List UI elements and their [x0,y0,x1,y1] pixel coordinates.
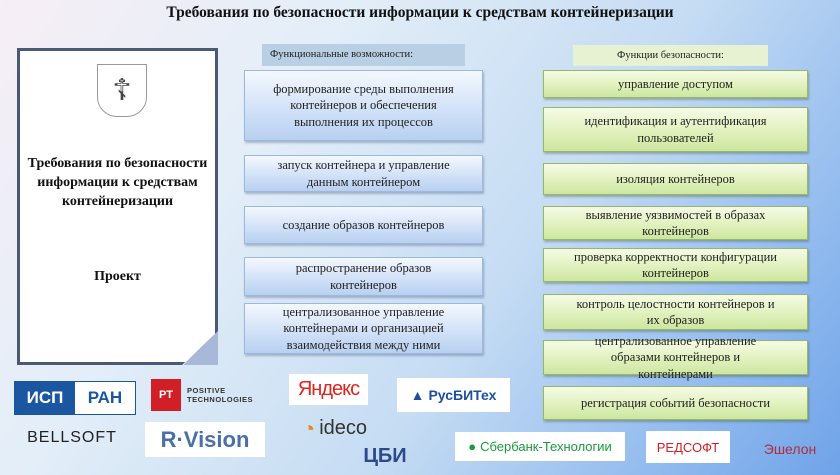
functional-item: распространение образов контейнеров [244,257,483,296]
security-item: регистрация событий безопасности [543,386,808,420]
sbertech-text: Сбербанк-Технологии [480,439,612,454]
ideco-logo: ◔ideco [301,415,368,441]
isp-text: ИСП [15,382,75,414]
yandex-logo: Яндекс [289,374,368,405]
ras-text: РАН [75,382,135,414]
rusbitech-text: РусБИТех [428,387,497,403]
coat-of-arms-icon: ☦ [97,64,147,117]
security-item: централизованное управление образами кон… [543,334,808,381]
security-item: выявление уязвимостей в образах контейне… [543,206,808,240]
document-cover: ☦ Требования по безопасности информации … [17,48,218,365]
pt-mark: PT [151,379,181,411]
functional-item: централизованное управление контейнерами… [244,303,483,354]
cbi-logo: ЦБИ [363,445,407,467]
security-item: управление доступом [543,70,808,98]
pt-text: POSITIVE TECHNOLOGIES [187,386,254,404]
sbertech-logo: ●Сбербанк-Технологии [455,432,625,461]
security-header: Функции безопасности: [573,45,768,66]
isp-ras-logo: ИСП РАН [14,381,136,415]
slide-title: Требования по безопасности информации к … [166,4,674,21]
document-status: Проект [94,269,141,284]
page-fold-icon [182,331,218,365]
document-title: Требования по безопасности информации к … [27,156,208,209]
functional-item: запуск контейнера и управление данным ко… [244,155,483,192]
security-item: изоляция контейнеров [543,163,808,195]
bellsoft-logo: BELLSOFT [27,428,117,446]
functional-item: создание образов контейнеров [244,206,483,244]
ideco-text: ideco [319,417,368,439]
redsoft-logo: РЕДСОФТ [646,431,730,463]
functional-item: формирование среды выполнения контейнеро… [244,70,483,141]
security-item: контроль целостности контейнеров и их об… [543,294,808,330]
functional-header: Функциональные возможности: [262,44,465,66]
rvision-logo: R·Vision [145,422,265,457]
positive-technologies-logo: PT POSITIVE TECHNOLOGIES [151,379,269,411]
echelon-logo: Эшелон [763,440,817,457]
security-item: проверка корректности конфигурации конте… [543,248,808,282]
rusbitech-logo: ▲РусБИТех [397,378,510,412]
security-item: идентификация и аутентификация пользоват… [543,107,808,152]
